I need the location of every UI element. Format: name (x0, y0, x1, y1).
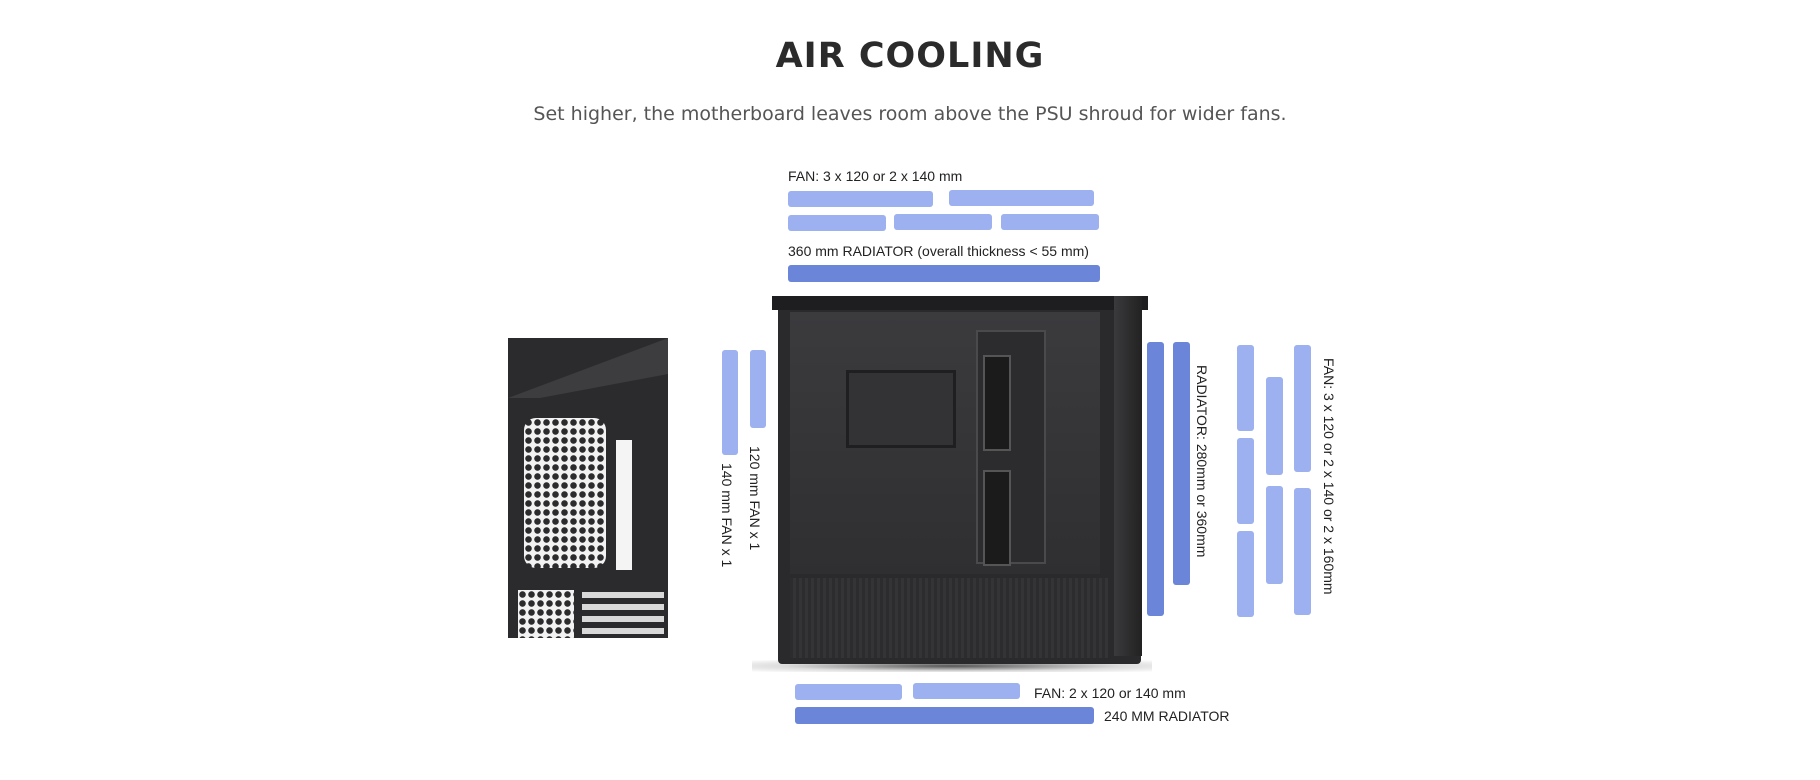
front-fan-bar (1266, 377, 1283, 475)
top-radiator-label: 360 mm RADIATOR (overall thickness < 55 … (788, 243, 1089, 259)
page-title: AIR COOLING (775, 36, 1045, 76)
front-radiator-bar (1147, 342, 1164, 616)
top-radiator-bar (788, 265, 1100, 282)
front-fan-bar (1237, 531, 1254, 617)
front-radiator-label: RADIATOR: 280mm or 360mm (1194, 365, 1210, 558)
rear-fan-bar-140 (722, 350, 738, 455)
front-fan-bar (1294, 345, 1311, 472)
bottom-fan-bar (913, 683, 1020, 699)
page-subtitle: Set higher, the motherboard leaves room … (533, 103, 1287, 125)
front-fan-label: FAN: 3 x 120 or 2 x 140 or 2 x 160mm (1321, 358, 1337, 595)
front-fan-bar (1266, 486, 1283, 584)
front-fan-bar (1237, 438, 1254, 524)
top-fan-bar (949, 190, 1094, 206)
top-fan-bar (1001, 214, 1099, 230)
bottom-radiator-bar (795, 707, 1094, 724)
rear-fan-bar-120 (750, 350, 766, 428)
top-fan-bar (788, 191, 933, 207)
bottom-radiator-label: 240 MM RADIATOR (1104, 708, 1230, 724)
top-fan-bar (894, 214, 992, 230)
rear-140-label: 140 mm FAN x 1 (719, 463, 735, 568)
rear-120-label: 120 mm FAN x 1 (747, 446, 763, 551)
top-fan-label: FAN: 3 x 120 or 2 x 140 mm (788, 168, 963, 184)
front-fan-bar (1237, 345, 1254, 431)
front-fan-bar (1294, 488, 1311, 615)
bottom-fan-bar (795, 684, 902, 700)
top-fan-bar (788, 215, 886, 231)
front-radiator-bar (1173, 342, 1190, 585)
bottom-fan-label: FAN: 2 x 120 or 140 mm (1034, 685, 1186, 701)
